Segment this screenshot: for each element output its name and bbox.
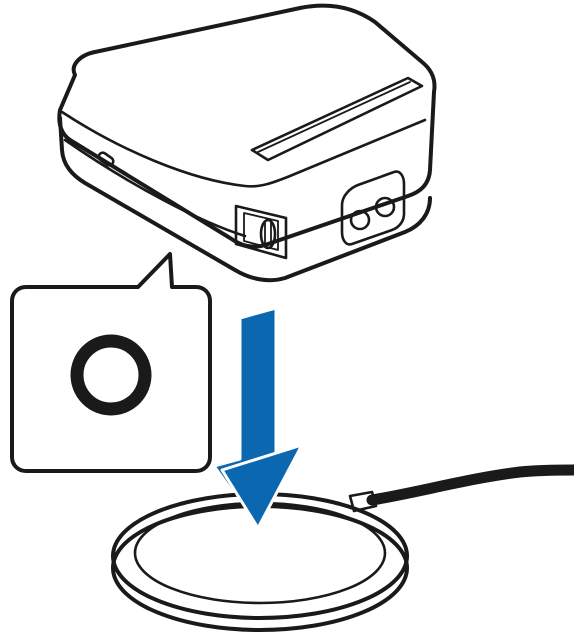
printer-icon	[59, 6, 434, 280]
printer-paper-slot-inner	[258, 82, 410, 152]
power-switch-icon	[236, 206, 286, 258]
printer-lid-edge	[62, 112, 425, 186]
callout-o-symbol	[77, 341, 145, 409]
callout-box	[12, 254, 210, 471]
printer-top-outline	[59, 6, 434, 247]
cable-icon	[350, 470, 574, 511]
callout-outline	[12, 254, 210, 471]
down-arrow-tip	[222, 445, 302, 528]
printer-paper-slot	[252, 78, 422, 160]
